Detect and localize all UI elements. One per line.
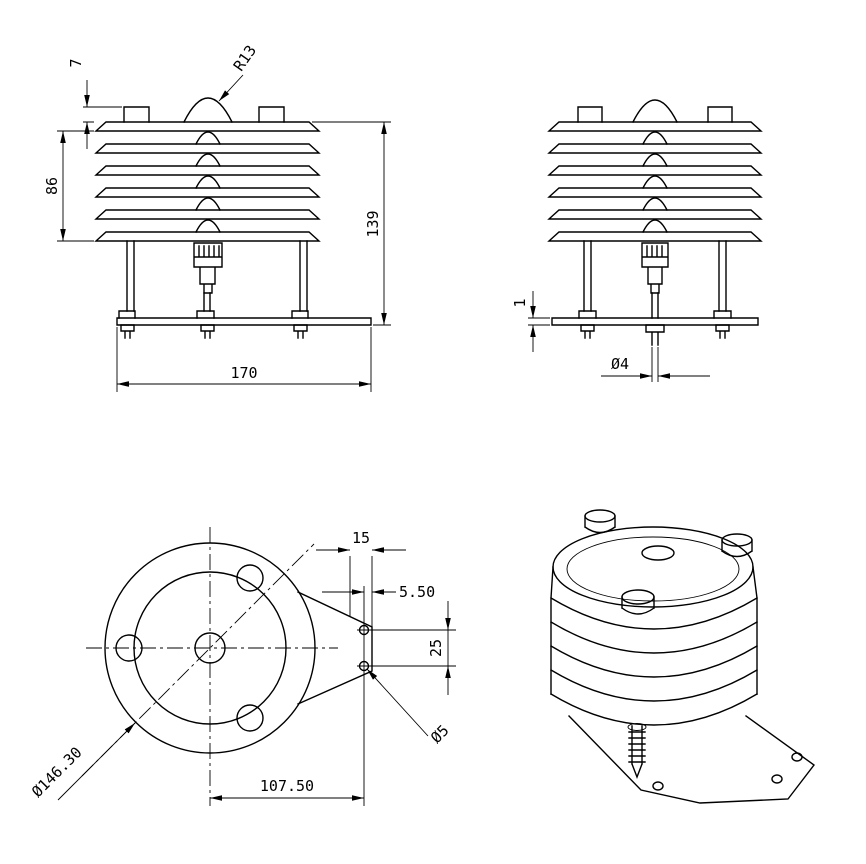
leader-outer-diameter (57, 722, 136, 801)
dim-text-dome-radius: R13 (230, 42, 260, 75)
cap-top (621, 589, 655, 605)
leader-dome-radius (218, 74, 244, 102)
dim-text-cap-height: 7 (67, 58, 85, 67)
top-dome (183, 97, 233, 123)
front-view: 170 139 86 7 R13 (43, 42, 391, 392)
caps-detail (584, 515, 753, 615)
dim-text-outer-diameter: Ø146.30 (28, 743, 85, 800)
bracket-hole (771, 774, 783, 784)
outer-circle (104, 542, 316, 754)
extension-lines (57, 106, 391, 392)
center-hole (194, 632, 226, 664)
bracket-hole (652, 781, 664, 791)
dim-text-base-width: 170 (230, 364, 257, 382)
cap-top (584, 509, 616, 523)
screw-washer (627, 723, 647, 731)
top-plate-inner-edge (566, 536, 740, 602)
mounting-bracket (568, 715, 815, 804)
leg-hole (115, 634, 143, 662)
top-view: 15 5.50 25 Ø5 Ø146.30 107.50 (28, 527, 456, 806)
screw (628, 725, 646, 779)
mounting-tabs (123, 106, 285, 123)
leg-hole (236, 704, 264, 732)
mounting-bracket (297, 591, 373, 705)
louver-plates (94, 121, 321, 242)
gap-domes (642, 131, 668, 233)
leg-hole (236, 564, 264, 592)
base-plate (116, 317, 372, 326)
dim-text-hole-spacing: 25 (427, 639, 445, 657)
top-dome (632, 99, 678, 123)
cable-connector (193, 242, 223, 294)
mounting-tabs (577, 106, 733, 123)
side-view: 1 Ø4 (511, 99, 763, 382)
extension-lines (528, 317, 659, 382)
legs (126, 240, 308, 312)
gap-domes (195, 131, 221, 233)
legs (583, 240, 727, 319)
nuts-and-bolts (580, 324, 730, 346)
base-plate (551, 317, 759, 326)
bracket-hole (791, 752, 803, 762)
louver-plates (547, 121, 763, 242)
inner-circle (133, 571, 287, 725)
foot-pads (578, 310, 732, 319)
isometric-view (550, 509, 815, 804)
shield-side-edges (550, 566, 758, 695)
dim-text-bolt-diameter: Ø4 (611, 355, 629, 373)
center-hole (641, 545, 675, 561)
dim-text-overall-height: 139 (364, 210, 382, 237)
dim-text-hole-diameter: Ø5 (427, 721, 453, 747)
cable-connector (641, 242, 669, 294)
dim-text-louver-height: 86 (43, 177, 61, 195)
dim-text-tab-length: 15 (352, 529, 370, 547)
dim-text-hole-edge-offset: 5.50 (399, 583, 435, 601)
leader-hole-diameter (366, 668, 429, 737)
nuts-and-bolts (120, 324, 308, 339)
dim-text-plate-thickness: 1 (511, 298, 529, 307)
foot-pads (118, 310, 309, 319)
louver-arcs (550, 597, 758, 726)
dim-text-center-to-holes: 107.50 (260, 777, 314, 795)
